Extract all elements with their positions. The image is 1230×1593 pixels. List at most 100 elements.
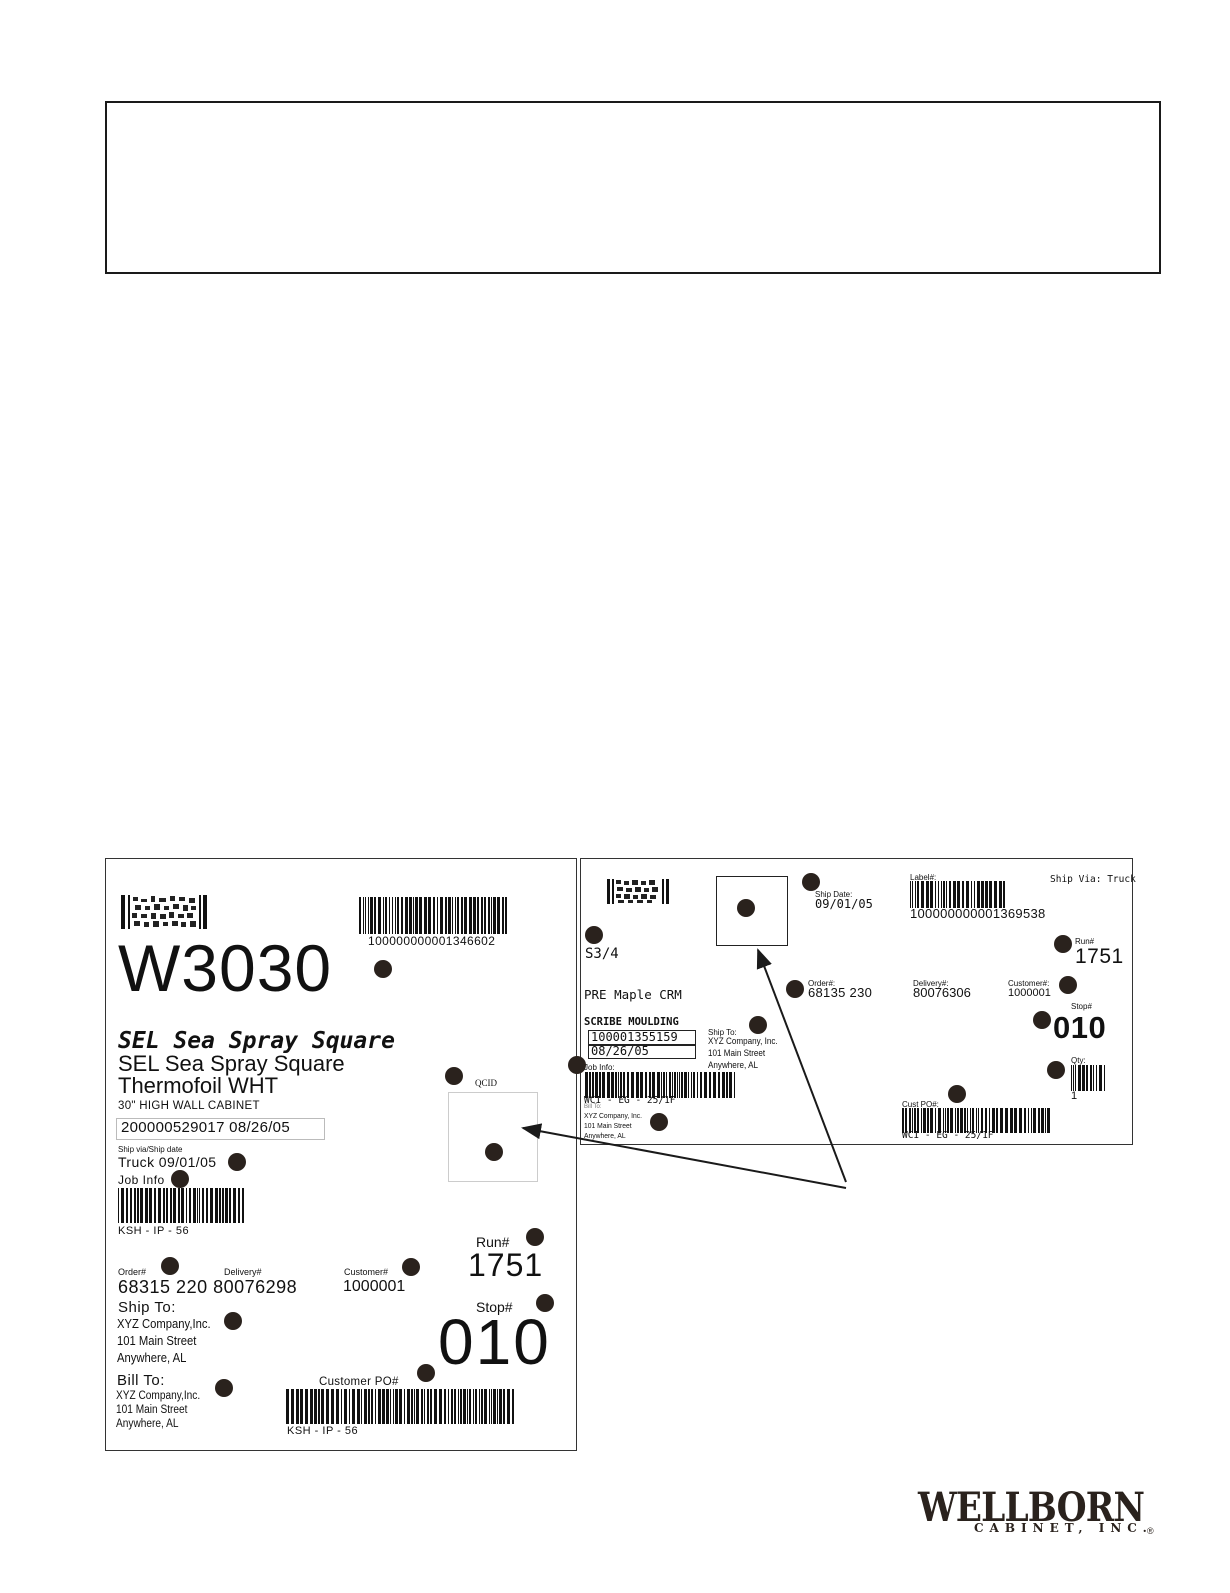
run-label: Run#	[1075, 937, 1095, 946]
barcode-bar	[413, 897, 414, 934]
barcode-bar	[385, 897, 387, 934]
barcode-bar	[305, 1389, 308, 1424]
barcode-bar	[457, 897, 459, 934]
finish: Thermofoil WHT	[118, 1073, 279, 1098]
ship-date-label: Ship Date:	[815, 890, 853, 899]
ship-to-line: Anywhere, AL	[708, 1060, 758, 1070]
callout-dot	[224, 1312, 242, 1330]
barcode-bar	[375, 1389, 376, 1424]
customer-po-barcode	[286, 1389, 514, 1424]
barcode-bar	[341, 1389, 342, 1424]
label-num-label: Label#:	[910, 873, 937, 882]
barcode-bar	[286, 1389, 289, 1424]
cust-po-label: Cust PO#:	[902, 1100, 939, 1109]
label2-label-barcode	[910, 881, 1005, 908]
barcode-bar	[393, 1389, 394, 1424]
barcode-bar	[440, 897, 443, 934]
barcode-bar	[189, 1188, 191, 1223]
barcode-bar	[318, 1389, 320, 1424]
customer-label: Customer#	[344, 1267, 389, 1277]
barcode-bar	[976, 1108, 977, 1133]
barcode-bar	[444, 1389, 446, 1424]
barcode-bar	[499, 1389, 502, 1424]
barcode-bar	[382, 1389, 385, 1424]
barcode-bar	[636, 1072, 639, 1098]
barcode-bar	[149, 1188, 152, 1223]
barcode-bar	[657, 1072, 660, 1098]
barcode-bar	[989, 881, 992, 908]
barcode-bar	[454, 1389, 456, 1424]
barcode-bar	[1096, 1065, 1097, 1091]
barcode-bar	[1010, 1108, 1013, 1133]
barcode-bar	[414, 1389, 415, 1424]
stop-value: 010	[1053, 1010, 1107, 1045]
label1-2d-barcode	[121, 895, 207, 929]
label-num-value: 100000000001369538	[910, 906, 1046, 921]
barcode-bar	[1093, 1065, 1094, 1091]
barcode-bar	[618, 1072, 619, 1098]
barcode-bar	[964, 1108, 966, 1133]
barcode-bar	[389, 897, 390, 934]
barcode-bar	[693, 1072, 695, 1098]
barcode-bar	[371, 1389, 373, 1424]
barcode-bar	[475, 1389, 477, 1424]
barcode-bar	[166, 1188, 168, 1223]
barcode-bar	[430, 1389, 432, 1424]
callout-dot	[215, 1379, 233, 1397]
qty-label: Qty:	[1071, 1056, 1086, 1065]
size: S3/4	[585, 946, 619, 962]
barcode-bar	[173, 1188, 176, 1223]
barcode-bar	[915, 881, 916, 908]
barcode-bar	[704, 1072, 707, 1098]
barcode-bar	[996, 1108, 998, 1133]
barcode-bar	[411, 1389, 413, 1424]
barcode-bar	[210, 1188, 213, 1223]
barcode-bar	[1005, 1108, 1008, 1133]
barcode-bar	[663, 1072, 665, 1098]
barcode-bar	[458, 1389, 459, 1424]
barcode-bar	[905, 1108, 907, 1133]
barcode-bar	[700, 1072, 702, 1098]
barcode-bar	[310, 1389, 313, 1424]
bill-to-label: Bill To:	[117, 1372, 165, 1389]
callout-dot	[1054, 935, 1072, 953]
barcode-bar	[938, 881, 939, 908]
barcode-bar	[684, 1072, 687, 1098]
barcode-bar	[640, 1072, 643, 1098]
barcode-bar	[364, 1389, 367, 1424]
barcode-bar	[374, 897, 376, 934]
registered-mark: ®	[1147, 1526, 1154, 1536]
barcode-bar	[512, 1389, 514, 1424]
barcode-bar	[652, 1072, 655, 1098]
barcode-bar	[336, 1389, 339, 1424]
barcode-bar	[1078, 1065, 1081, 1091]
ship-date-value: 09/01/05	[815, 897, 873, 911]
barcode-bar	[370, 897, 373, 934]
barcode-bar	[489, 1389, 490, 1424]
barcode-bar	[137, 1188, 139, 1223]
barcode-bar	[416, 1389, 419, 1424]
date: 08/26/05	[591, 1044, 649, 1058]
barcode-bar	[950, 1108, 953, 1133]
job-info-barcode	[118, 1188, 244, 1223]
barcode-bar	[985, 881, 988, 908]
callout-dot	[445, 1067, 463, 1085]
barcode-bar	[491, 897, 492, 934]
delivery-label: Delivery#:	[913, 979, 949, 988]
qty-barcode	[1071, 1065, 1105, 1091]
barcode-bar	[677, 1072, 678, 1098]
barcode-bar	[222, 1188, 224, 1223]
ship-to-line: XYZ Company,Inc.	[117, 1317, 211, 1331]
barcode-bar	[1082, 1065, 1085, 1091]
barcode-bar	[688, 1072, 689, 1098]
barcode-bar	[463, 1389, 466, 1424]
barcode-bar	[484, 897, 486, 934]
barcode-bar	[445, 897, 447, 934]
delivery-value: 80076306	[913, 985, 971, 1000]
callout-dot	[402, 1258, 420, 1276]
barcode-bar	[627, 1072, 629, 1098]
barcode-bar	[999, 881, 1002, 908]
barcode-bar	[962, 881, 964, 908]
barcode-bar	[392, 897, 393, 934]
ship-via-value: Truck 09/01/05	[118, 1154, 217, 1170]
